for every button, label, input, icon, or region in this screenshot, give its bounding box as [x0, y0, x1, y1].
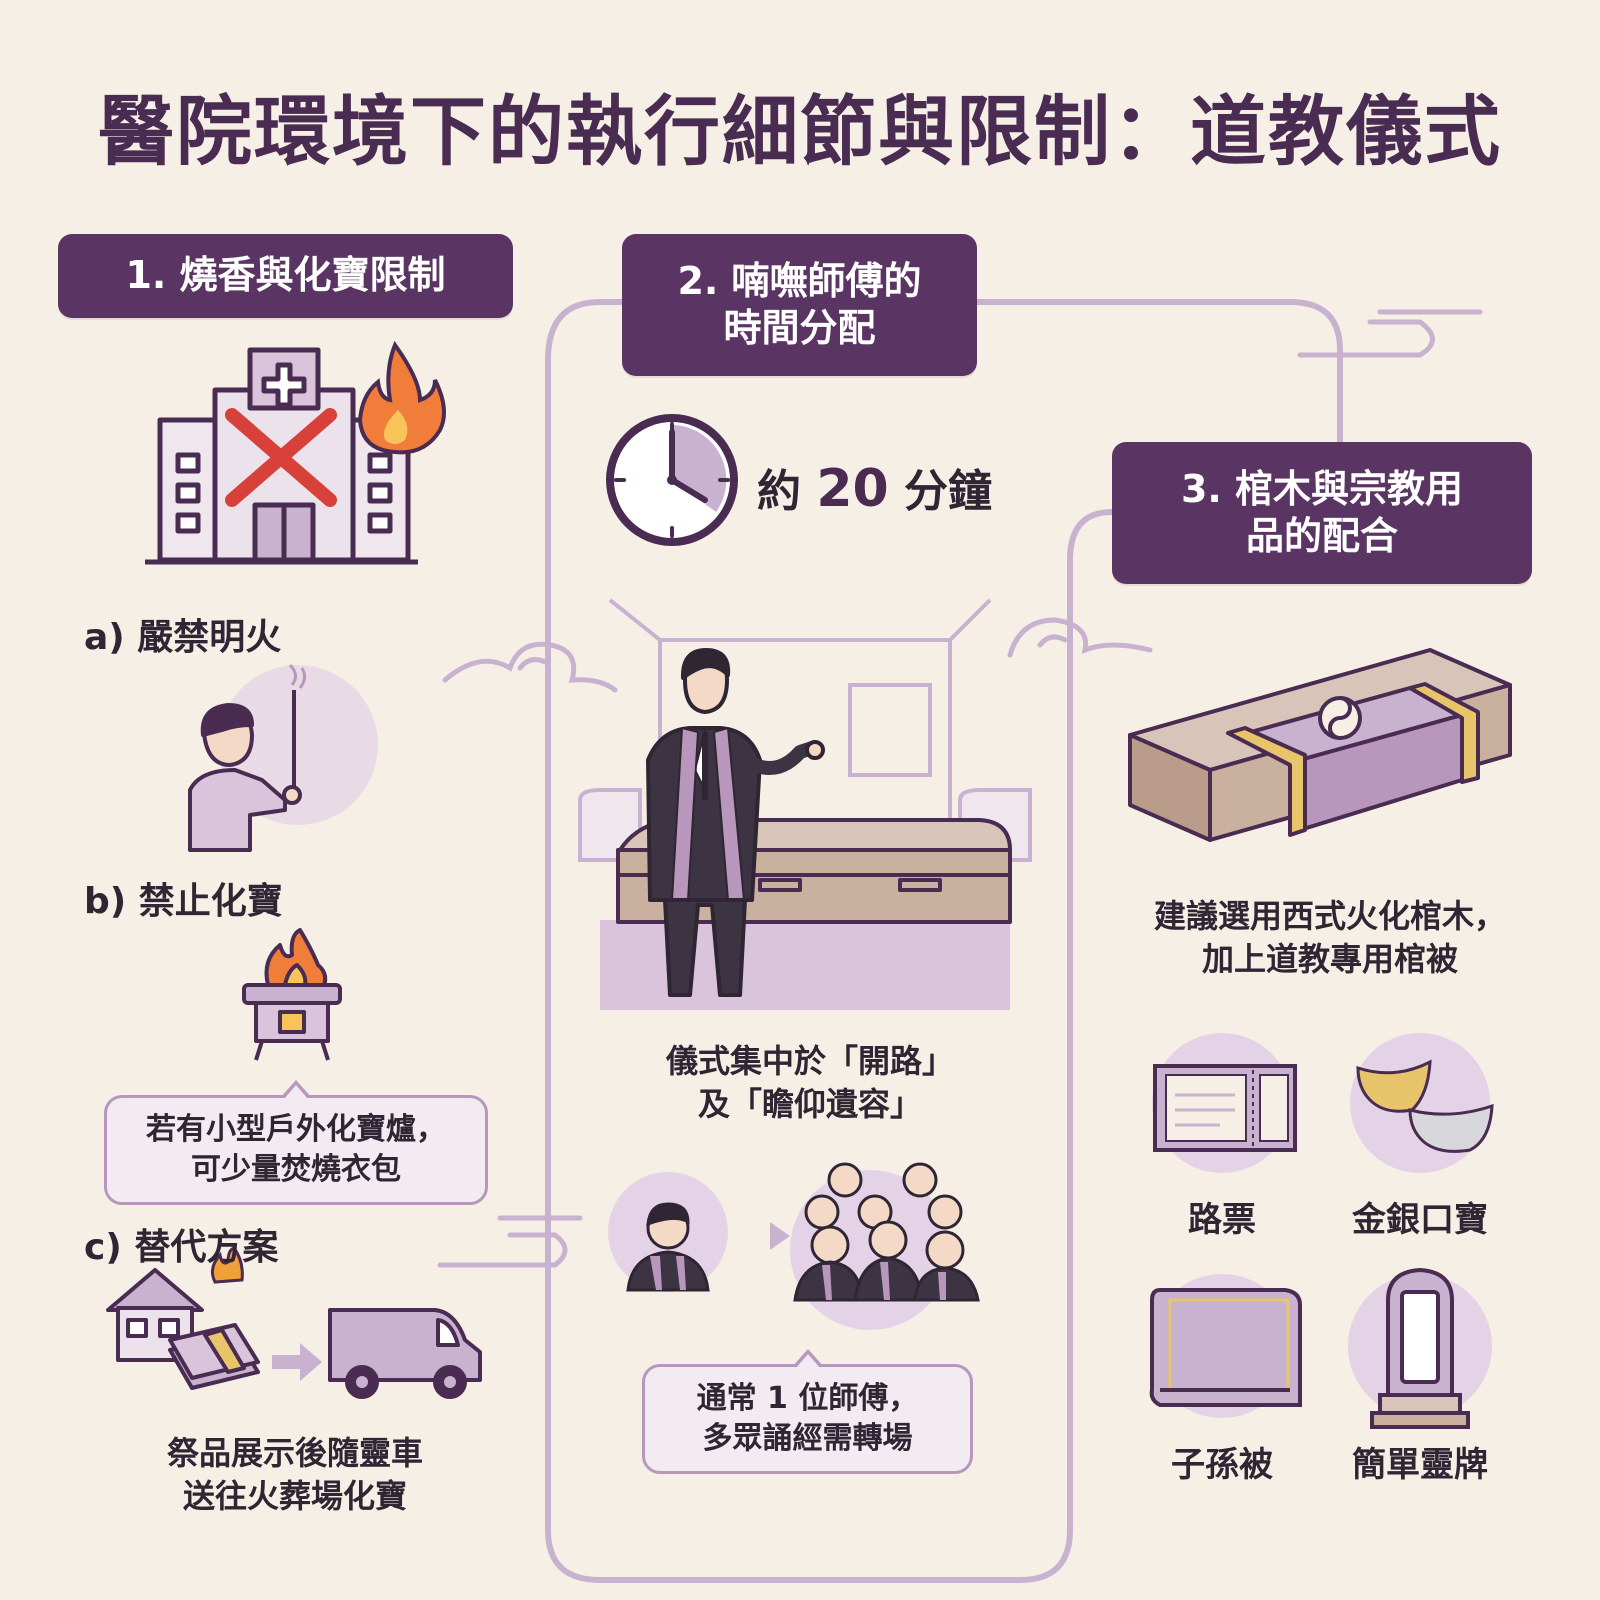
- stage-platform: [600, 920, 1010, 1010]
- alternative-text-line2: 送往火葬場化寶: [182, 1477, 407, 1516]
- priest-icon: [646, 648, 825, 997]
- section1-heading: 1. 燒香與化寶限制: [58, 234, 513, 318]
- coffin-advice-text: 建議選用西式火化棺木， 加上道教專用棺被: [1100, 895, 1560, 981]
- connector-lines: [545, 299, 1343, 1583]
- section3-heading-line1: 3. 棺木與宗教用: [1180, 466, 1464, 511]
- burner-note-line2: 可少量焚燒衣包: [191, 1152, 401, 1187]
- page-title: 醫院環境下的執行細節與限制：道教儀式: [98, 87, 1502, 176]
- fire-icon: [210, 1246, 244, 1284]
- cloud-icon: [1297, 309, 1483, 358]
- section2-heading-line2: 時間分配: [723, 306, 876, 350]
- alternative-text-line1: 祭品展示後隨靈車: [166, 1434, 423, 1472]
- duration-unit: 分鐘: [904, 466, 993, 517]
- no-open-flame-label: a) 嚴禁明火: [84, 617, 282, 658]
- item-label-gold-silver: 金銀口寶: [1352, 1200, 1488, 1240]
- priest-note-bubble: 通常 1 位師傅， 多眾誦經需轉場: [642, 1349, 973, 1474]
- priest-note-line1: 通常 1 位師傅，: [696, 1380, 919, 1416]
- gold-silver-icon: [1350, 1033, 1494, 1173]
- section3-heading: 3. 棺木與宗教用 品的配合: [1112, 442, 1532, 584]
- item-label-quilt: 子孫被: [1171, 1445, 1273, 1485]
- cloud-icon: [437, 1215, 583, 1268]
- arrow-icon: [770, 1222, 790, 1250]
- priest-group-icon: [790, 1162, 980, 1330]
- duration-value: 20: [816, 459, 889, 519]
- burner-note-bubble: 若有小型戶外化寶爐， 可少量焚燒衣包: [104, 1080, 488, 1205]
- cloud-icon: [442, 641, 618, 693]
- single-priest-icon: [608, 1172, 728, 1292]
- alternative-text: 祭品展示後隨靈車 送往火葬場化寶: [95, 1432, 495, 1518]
- duration-prefix: 約: [757, 466, 801, 517]
- ritual-focus-text: 儀式集中於「開路」 及「瞻仰遺容」: [585, 1040, 1035, 1126]
- ritual-focus-line2: 及「瞻仰遺容」: [697, 1085, 922, 1124]
- money-icon: [168, 1323, 260, 1390]
- section2-heading: 2. 喃嘸師傅的 時間分配: [622, 234, 977, 376]
- coffin-advice-line2: 加上道教專用棺被: [1201, 940, 1458, 979]
- coffin-advice-line1: 建議選用西式火化棺木，: [1153, 897, 1506, 935]
- item-label-road-ticket: 路票: [1188, 1200, 1256, 1240]
- cloud-icon: [1007, 617, 1153, 658]
- van-icon: [328, 1308, 482, 1399]
- quilt-icon: [1149, 1274, 1302, 1418]
- spirit-tablet-icon: [1348, 1267, 1492, 1429]
- duration-readout: 約 20 分鐘: [757, 455, 992, 519]
- road-ticket-icon: [1152, 1033, 1297, 1173]
- clock-icon: [606, 414, 738, 546]
- incense-person-icon: [188, 663, 378, 852]
- burner-icon: [242, 928, 342, 1061]
- taoist-coffin-icon: [1128, 648, 1512, 842]
- item-label-spirit-tablet: 簡單靈牌: [1352, 1445, 1488, 1485]
- section3-heading-line2: 品的配合: [1245, 514, 1398, 558]
- section2-heading-line1: 2. 喃嘸師傅的: [677, 258, 922, 303]
- prohibited-cross-icon: [225, 408, 337, 507]
- fire-icon: [357, 340, 446, 455]
- hospital-icon: [145, 347, 418, 565]
- no-burning-label: b) 禁止化寶: [84, 881, 283, 922]
- priest-note-line2: 多眾誦經需轉場: [702, 1421, 913, 1456]
- burner-note-line1: 若有小型戶外化寶爐，: [146, 1111, 446, 1147]
- arrow-icon: [272, 1343, 322, 1381]
- ritual-focus-line1: 儀式集中於「開路」: [665, 1042, 954, 1080]
- alternative-label: c) 替代方案: [84, 1227, 279, 1268]
